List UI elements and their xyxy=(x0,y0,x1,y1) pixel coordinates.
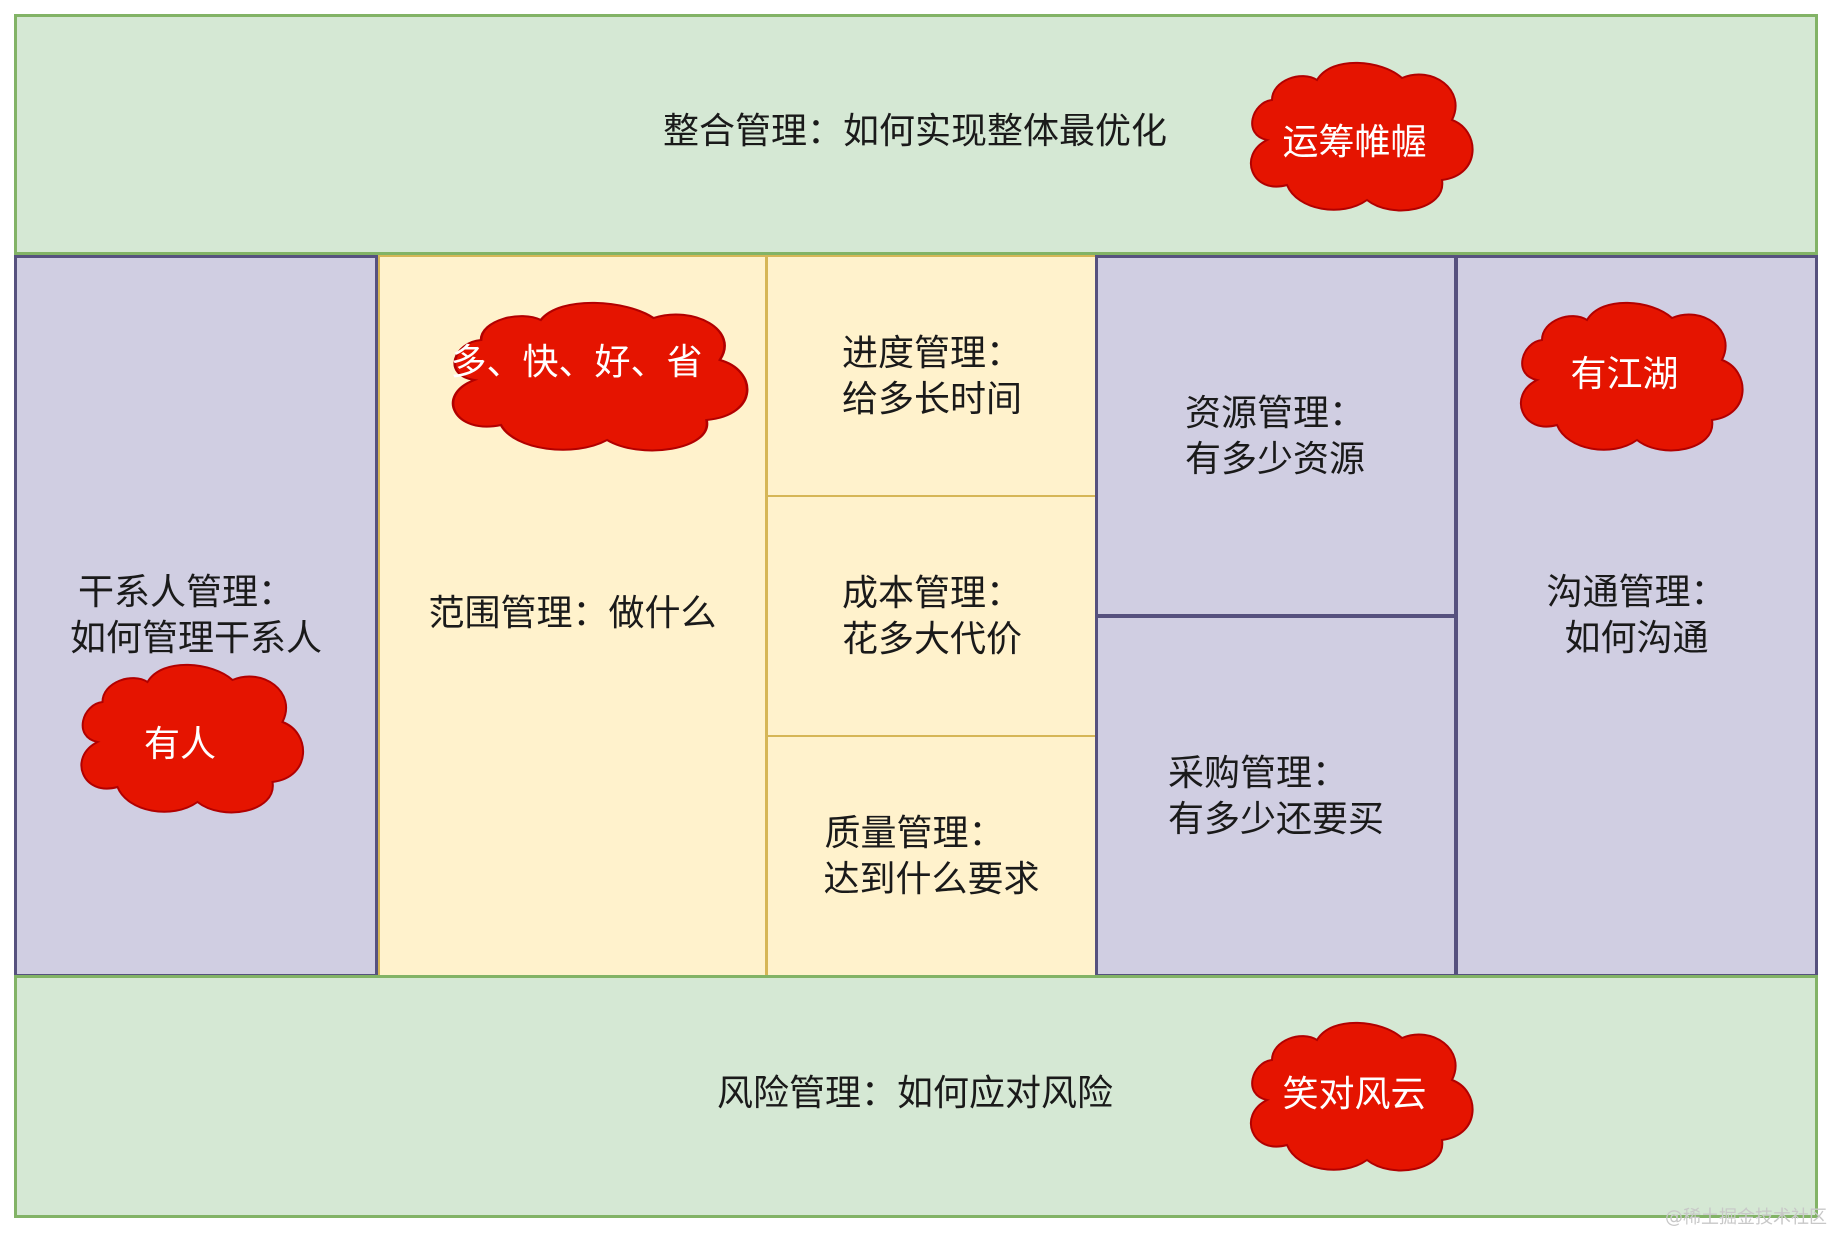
cloud-shape xyxy=(1249,61,1474,212)
stakeholder-subtitle: 如何管理干系人 xyxy=(69,618,322,659)
stakeholder-title: 干系人管理： xyxy=(77,572,294,613)
cloud-shape xyxy=(1249,1021,1474,1172)
cloud-label: 笑对风云 xyxy=(1282,1074,1427,1115)
procurement-management-panel xyxy=(1095,615,1457,977)
stakeholder-cloud: 有人 xyxy=(60,662,310,820)
cloud-shape xyxy=(451,301,749,452)
cloud-label: 有人 xyxy=(143,724,216,765)
cloud-shape xyxy=(1519,301,1744,452)
schedule-management-label: 进度管理： 给多长时间 xyxy=(842,331,1022,423)
risk-cloud: 笑对风云 xyxy=(1232,1020,1477,1178)
risk-management-panel xyxy=(14,975,1818,1218)
communication-management-label: 沟通管理： 如何沟通 xyxy=(1455,570,1818,662)
procurement-management-label: 采购管理： 有多少还要买 xyxy=(1095,751,1457,843)
stakeholder-management-label: 干系人管理： 如何管理干系人 xyxy=(14,570,378,662)
integration-management-panel xyxy=(14,14,1818,255)
schedule-subtitle: 给多长时间 xyxy=(842,379,1023,420)
cost-title: 成本管理： xyxy=(842,573,1023,614)
watermark: @稀土掘金技术社区 xyxy=(1665,1207,1827,1228)
procurement-title: 采购管理： xyxy=(1167,753,1348,794)
risk-management-label: 风险管理：如何应对风险 xyxy=(717,1073,1114,1114)
resource-subtitle: 有多少资源 xyxy=(1185,439,1366,480)
stakeholder-management-panel xyxy=(14,255,378,977)
quality-management-label: 质量管理： 达到什么要求 xyxy=(766,811,1097,903)
scope-management-label: 范围管理：做什么 xyxy=(428,593,717,634)
resource-management-label: 资源管理： 有多少资源 xyxy=(1185,391,1365,483)
communication-title: 沟通管理： xyxy=(1546,572,1727,613)
procurement-subtitle: 有多少还要买 xyxy=(1167,799,1384,840)
integration-cloud: 运筹帷幄 xyxy=(1232,60,1477,218)
communication-subtitle: 如何沟通 xyxy=(1564,618,1709,659)
cost-management-label: 成本管理： 花多大代价 xyxy=(842,571,1022,663)
scope-cloud: 多、快、好、省 xyxy=(428,300,753,458)
communication-cloud: 有江湖 xyxy=(1502,300,1747,458)
cost-subtitle: 花多大代价 xyxy=(842,619,1023,660)
resource-title: 资源管理： xyxy=(1185,393,1366,434)
schedule-title: 进度管理： xyxy=(842,333,1023,374)
cloud-label: 有江湖 xyxy=(1570,354,1679,395)
quality-subtitle: 达到什么要求 xyxy=(823,859,1040,900)
cloud-label: 多、快、好、省 xyxy=(450,342,703,383)
cloud-label: 运筹帷幄 xyxy=(1282,122,1427,163)
integration-management-label: 整合管理：如何实现整体最优化 xyxy=(663,111,1168,152)
quality-title: 质量管理： xyxy=(824,813,1005,854)
cloud-shape xyxy=(80,663,305,814)
